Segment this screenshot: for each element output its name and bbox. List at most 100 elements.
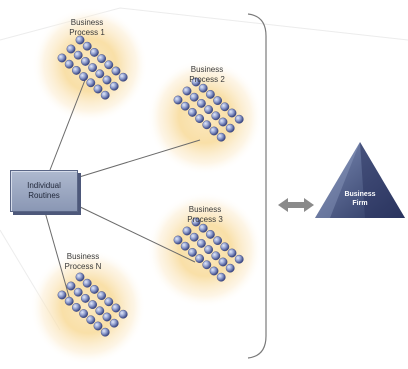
bp1-routine-bead bbox=[81, 57, 90, 66]
bp3-routine-bead bbox=[234, 254, 244, 264]
bp1-routine-bead bbox=[104, 60, 114, 70]
bpn-routine-bead bbox=[90, 284, 99, 294]
bp3-routine-bead bbox=[180, 241, 190, 251]
bp2-routine-bead bbox=[209, 126, 219, 136]
bp1-routine-bead bbox=[97, 54, 107, 63]
bp2-routine-bead bbox=[227, 108, 237, 118]
bp2-routine-bead bbox=[173, 95, 183, 105]
bp1-routine-bead bbox=[72, 66, 81, 75]
bp2-routine-bead bbox=[198, 83, 208, 93]
bp1-routine-bead bbox=[64, 59, 74, 69]
line-to-bp1 bbox=[49, 79, 86, 171]
bpn-routine-bead bbox=[66, 281, 76, 291]
bp1-label: Business Process 1 bbox=[69, 18, 105, 37]
bp1-routine-bead bbox=[57, 53, 67, 63]
bp3-routine-bead bbox=[198, 223, 208, 233]
bpn-routine-bead bbox=[81, 293, 90, 303]
bp3-routine-bead bbox=[204, 245, 214, 255]
bpn-routine-bead bbox=[57, 290, 67, 300]
line-to-bp3 bbox=[75, 204, 196, 263]
bp2-routine-bead bbox=[225, 123, 235, 133]
bp2-label: Business Process 2 bbox=[189, 65, 225, 84]
bp2-routine-bead bbox=[218, 117, 228, 127]
bp2-routine-bead bbox=[234, 114, 244, 124]
bp2-routine-bead bbox=[187, 108, 197, 117]
bp2-routine-bead bbox=[180, 101, 190, 111]
bp1-routine-bead bbox=[82, 41, 92, 51]
connector-lines bbox=[44, 79, 201, 301]
bp1-routine-bead bbox=[66, 44, 76, 54]
bpn-routine-bead bbox=[100, 327, 110, 337]
bp3-routine-bead bbox=[220, 242, 230, 252]
bp3-routine-bead bbox=[225, 263, 235, 273]
individual-routines-box: Individual Routines bbox=[10, 170, 78, 212]
bpn-routine-bead bbox=[64, 296, 74, 306]
bp2-routine-bead bbox=[195, 114, 205, 124]
bp1-routine-bead bbox=[73, 50, 83, 60]
bp1-routine-bead bbox=[100, 90, 110, 100]
bp2-routine-bead bbox=[182, 86, 192, 96]
bp3-routine-bead bbox=[196, 238, 206, 248]
bp2-routine-bead bbox=[196, 99, 206, 108]
bpn-routine-bead bbox=[73, 287, 83, 297]
equivalence-arrow bbox=[278, 198, 314, 212]
bp2-routine-bead bbox=[202, 120, 212, 130]
bp3-routine-bead bbox=[182, 226, 192, 236]
bpn-routine-bead bbox=[104, 297, 114, 307]
bp1-routine-bead bbox=[86, 78, 96, 88]
bp1-routine-bead bbox=[95, 69, 105, 79]
bpn-routine-bead bbox=[118, 309, 128, 319]
bp3-routine-bead bbox=[202, 260, 212, 270]
bp3-routine-bead bbox=[211, 251, 221, 261]
bp2-routine-bead bbox=[211, 111, 221, 121]
business-firm-label: Business Firm bbox=[344, 191, 376, 207]
bpn-routine-bead bbox=[97, 291, 107, 300]
individual-routines-label: Individual Routines bbox=[27, 181, 61, 200]
bp2-routine-bead bbox=[204, 105, 214, 115]
bp1-routine-bead bbox=[109, 81, 119, 91]
bpn-routine-bead bbox=[111, 303, 121, 313]
bp1-routine-bead bbox=[88, 63, 98, 72]
bp3-routine-bead bbox=[216, 272, 226, 282]
bp2-routine-bead bbox=[213, 96, 223, 106]
bpn-glow bbox=[30, 249, 146, 365]
bp3-routine-bead bbox=[195, 254, 205, 264]
bp3-label: Business Process 3 bbox=[187, 205, 223, 224]
bp3-routine-bead bbox=[191, 217, 201, 227]
bpn-routine-bead bbox=[102, 312, 112, 322]
bp1-routine-bead bbox=[90, 48, 99, 57]
line-to-bp2 bbox=[75, 139, 201, 179]
bpn-routine-bead bbox=[86, 315, 96, 325]
bp2-routine-bead bbox=[191, 77, 201, 87]
bp3-routine-bead bbox=[189, 232, 199, 242]
bp1-routine-bead bbox=[102, 75, 112, 85]
line-to-bpn bbox=[44, 211, 71, 301]
bp3-routine-bead bbox=[209, 266, 219, 276]
bp1-routine-bead bbox=[111, 66, 121, 76]
bp2-routine-bead bbox=[189, 92, 199, 102]
bp1-routine-bead bbox=[118, 72, 128, 82]
bp3-routine-bead bbox=[218, 257, 228, 267]
bpn-routine-bead bbox=[88, 300, 98, 309]
business-firm-pyramid bbox=[315, 142, 405, 218]
bpn-routine-bead bbox=[79, 309, 89, 318]
bp2-routine-bead bbox=[216, 132, 226, 142]
bp3-routine-bead bbox=[187, 247, 197, 257]
bp1-routine-bead bbox=[75, 35, 85, 45]
bpn-routine-bead bbox=[93, 321, 103, 331]
bp3-routine-bead bbox=[213, 236, 223, 246]
bp2-routine-bead bbox=[205, 90, 215, 99]
bpn-label: Business Process N bbox=[64, 252, 102, 271]
bp2-glow bbox=[147, 59, 263, 175]
bpn-routine-bead bbox=[109, 318, 119, 328]
bpn-routine-bead bbox=[72, 302, 81, 312]
bpn-routine-bead bbox=[95, 306, 105, 316]
routine-bead-chains bbox=[57, 35, 244, 337]
bp3-routine-bead bbox=[173, 235, 183, 245]
bp1-routine-bead bbox=[93, 84, 103, 94]
grouping-bracket bbox=[247, 13, 267, 359]
bp2-routine-bead bbox=[220, 102, 230, 112]
bpn-routine-bead bbox=[75, 272, 85, 282]
